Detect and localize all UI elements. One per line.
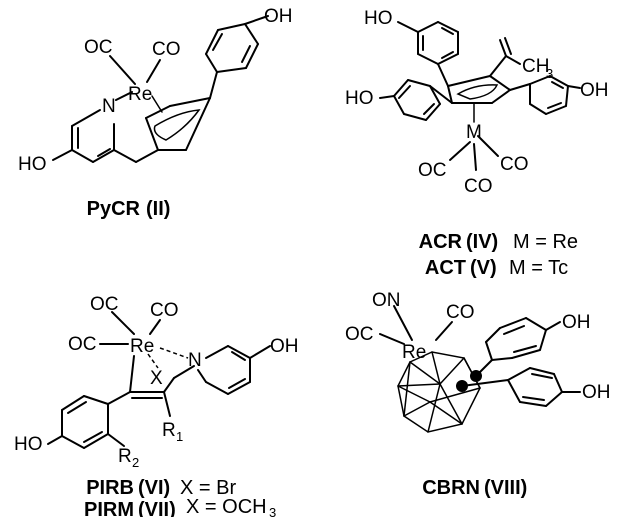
structure-acr: HO CH 3 HO OH M OC CO CO ACR (IV) M = Re… bbox=[345, 8, 609, 279]
pirb-r1-label: R bbox=[162, 420, 176, 441]
pirm-name: PIRM bbox=[84, 499, 134, 517]
pirm-condition: X = OCH bbox=[186, 496, 267, 517]
cbrn-bonds bbox=[379, 305, 581, 433]
pirb-r2-sub: 2 bbox=[132, 455, 139, 470]
pycr-ho-label: HO bbox=[18, 154, 47, 175]
pirb-oh-label: OH bbox=[270, 336, 299, 357]
cbrn-on-label: ON bbox=[372, 290, 401, 311]
pirb-ho-label: HO bbox=[14, 434, 43, 455]
pirb-condition: X = Br bbox=[180, 477, 236, 499]
pycr-re-label: Re bbox=[128, 84, 152, 105]
cbrn-oc-label: OC bbox=[345, 324, 374, 345]
pirm-condition-sub: 3 bbox=[269, 505, 276, 517]
pirb-n-label: N bbox=[188, 350, 202, 371]
pirb-bonds bbox=[47, 311, 271, 449]
pirb-re-label: Re bbox=[130, 336, 154, 357]
pycr-n-label: N bbox=[102, 96, 116, 117]
structure-pycr: OC CO Re N HO OH PyCR (II) bbox=[18, 6, 293, 220]
pirb-x-label: X bbox=[150, 368, 163, 389]
pirb-name: PIRB bbox=[86, 477, 134, 499]
pycr-bonds bbox=[52, 15, 269, 163]
pirb-oc1-label: OC bbox=[90, 294, 119, 315]
acr-ho-top-label: HO bbox=[364, 8, 393, 29]
cbrn-name: CBRN bbox=[422, 477, 480, 499]
acr-name: ACR bbox=[419, 231, 463, 253]
acr-ho-left-label: HO bbox=[345, 88, 374, 109]
acr-ch-label: CH bbox=[522, 56, 549, 77]
pycr-name: PyCR bbox=[87, 198, 141, 220]
acr-bonds bbox=[379, 21, 581, 171]
pirm-numeral: (VII) bbox=[138, 499, 176, 517]
pirb-numeral: (VI) bbox=[138, 477, 170, 499]
acr-ch-sub: 3 bbox=[546, 66, 553, 81]
structure-pirb: OC CO OC Re N X OH R 1 HO R 2 PIRB (VI) … bbox=[14, 294, 299, 521]
pycr-numeral: (II) bbox=[146, 198, 170, 220]
pycr-oc-label: OC bbox=[84, 37, 113, 58]
cbrn-oh2-label: OH bbox=[582, 382, 611, 403]
act-numeral: (V) bbox=[470, 257, 497, 279]
acr-oh-right-label: OH bbox=[580, 80, 609, 101]
act-condition: M = Tc bbox=[509, 257, 568, 279]
act-name: ACT bbox=[425, 257, 466, 279]
structure-cbrn: ON CO OC Re OH OH CBRN (VIII) bbox=[345, 290, 611, 499]
pirb-r2-label: R bbox=[118, 446, 132, 467]
cbrn-oh1-label: OH bbox=[562, 312, 591, 333]
cbrn-co-label: CO bbox=[446, 302, 475, 323]
acr-co1-label: CO bbox=[500, 154, 529, 175]
acr-numeral: (IV) bbox=[466, 231, 498, 253]
pirb-r1-sub: 1 bbox=[176, 429, 183, 444]
pycr-co-label: CO bbox=[152, 39, 181, 60]
pycr-oh-label: OH bbox=[264, 6, 293, 27]
acr-m-label: M bbox=[466, 122, 482, 143]
cbrn-re-label: Re bbox=[402, 342, 426, 363]
cbrn-numeral: (VIII) bbox=[484, 477, 527, 499]
pirb-co-label: CO bbox=[150, 300, 179, 321]
acr-co2-label: CO bbox=[464, 176, 493, 197]
acr-oc-label: OC bbox=[418, 160, 447, 181]
pirb-oc2-label: OC bbox=[68, 334, 97, 355]
acr-condition: M = Re bbox=[513, 231, 578, 253]
